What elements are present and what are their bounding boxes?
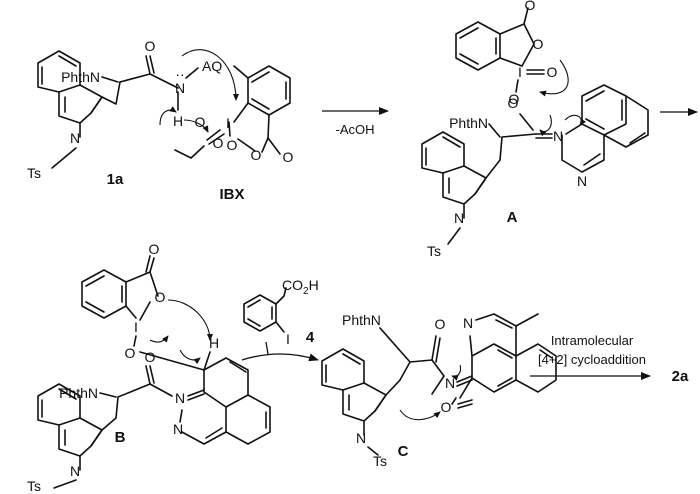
- arrow-step-1: -AcOH: [322, 107, 389, 137]
- atom-aq-1a: AQ: [202, 58, 222, 74]
- label-4: 4: [306, 329, 315, 346]
- atom-n-quin-c: N: [463, 315, 473, 331]
- reagent-4: CO2H I 4: [243, 277, 319, 347]
- arrow-step-1-label: -AcOH: [336, 122, 375, 137]
- atom-o-ring-a: O: [508, 95, 519, 111]
- arrow-step-2b: [241, 341, 319, 362]
- atom-n-b: N: [175, 390, 185, 406]
- atom-o-ibx-3: O: [227, 137, 238, 153]
- label-1a: 1a: [107, 171, 124, 188]
- arrow-step-3-label-1: Intramolecular: [551, 333, 634, 348]
- label-2a: 2a: [672, 368, 689, 385]
- atom-o-link-b: O: [125, 345, 136, 361]
- atom-n-a: N: [553, 128, 563, 144]
- atom-o-ibx-2: O: [213, 135, 224, 151]
- atom-n-c: N: [445, 375, 455, 391]
- atom-ts-b: Ts: [27, 478, 41, 494]
- intermediate-b: N Ts PhthN O N N H O O I O B: [27, 241, 271, 494]
- atom-i-4: I: [286, 331, 290, 347]
- atom-n-ts-1a: N: [70, 130, 80, 146]
- atom-n-ts-c: N: [356, 430, 366, 446]
- reagent-ibx: I O O O O O IBX: [159, 49, 294, 203]
- atom-o-ibx-1: O: [195, 114, 206, 130]
- atom-o-link-a: O: [509, 91, 520, 107]
- atom-o-carbonyl-a: O: [525, 0, 536, 13]
- atom-o-1a: O: [145, 38, 156, 54]
- atom-n-quin-b: N: [173, 421, 183, 437]
- label-a: A: [507, 209, 518, 226]
- atom-o-iodyl-a: O: [547, 64, 558, 80]
- lone-pair: ··: [175, 66, 184, 82]
- atom-o-keto-c: O: [441, 399, 452, 415]
- arrow-step-3: Intramolecular [4+2] cycloaddition 2a: [530, 333, 689, 385]
- atom-i-ibx: I: [226, 115, 230, 131]
- atom-i-b: I: [134, 319, 138, 335]
- intermediate-a: N Ts PhthN O N N O O I O O A: [421, 0, 649, 259]
- compound-1a: N Ts PhthN O N ·· AQ H 1a: [27, 38, 222, 188]
- atom-o-ibx-5: O: [283, 149, 294, 165]
- atom-i-a: I: [518, 64, 522, 80]
- atom-o-b: O: [145, 349, 156, 365]
- atom-o-carbonyl-b: O: [149, 241, 160, 257]
- atom-phthn-b: PhthN: [59, 385, 98, 401]
- atom-n-quin-a: N: [577, 173, 587, 189]
- label-c: C: [398, 443, 409, 460]
- atom-o-c: O: [435, 316, 446, 332]
- arrow-step-3-label-2: [4+2] cycloaddition: [538, 352, 646, 367]
- atom-phthn-a: PhthN: [449, 115, 488, 131]
- atom-ts-a: Ts: [427, 243, 441, 259]
- intermediate-c: N Ts PhthN O N N O C: [321, 312, 557, 469]
- atom-phthn-c: PhthN: [342, 312, 381, 328]
- label-b: B: [115, 429, 126, 446]
- atom-n-ts-a: N: [454, 210, 464, 226]
- label-ibx: IBX: [219, 186, 244, 203]
- atom-h-1a: H: [173, 113, 183, 129]
- atom-ts-1a: Ts: [27, 165, 41, 181]
- atom-n-amide-1a: N: [175, 80, 185, 96]
- atom-ts-c: Ts: [373, 453, 387, 469]
- atom-co2h-4: CO2H: [282, 277, 319, 297]
- atom-h-b: H: [209, 335, 219, 351]
- atom-o-ibx-4: O: [251, 147, 262, 163]
- atom-phthn-1a: PhthN: [61, 69, 100, 85]
- atom-o-ring-b: O: [155, 289, 166, 305]
- atom-o-ring2-a: O: [533, 36, 544, 52]
- atom-n-ts-b: N: [70, 463, 80, 479]
